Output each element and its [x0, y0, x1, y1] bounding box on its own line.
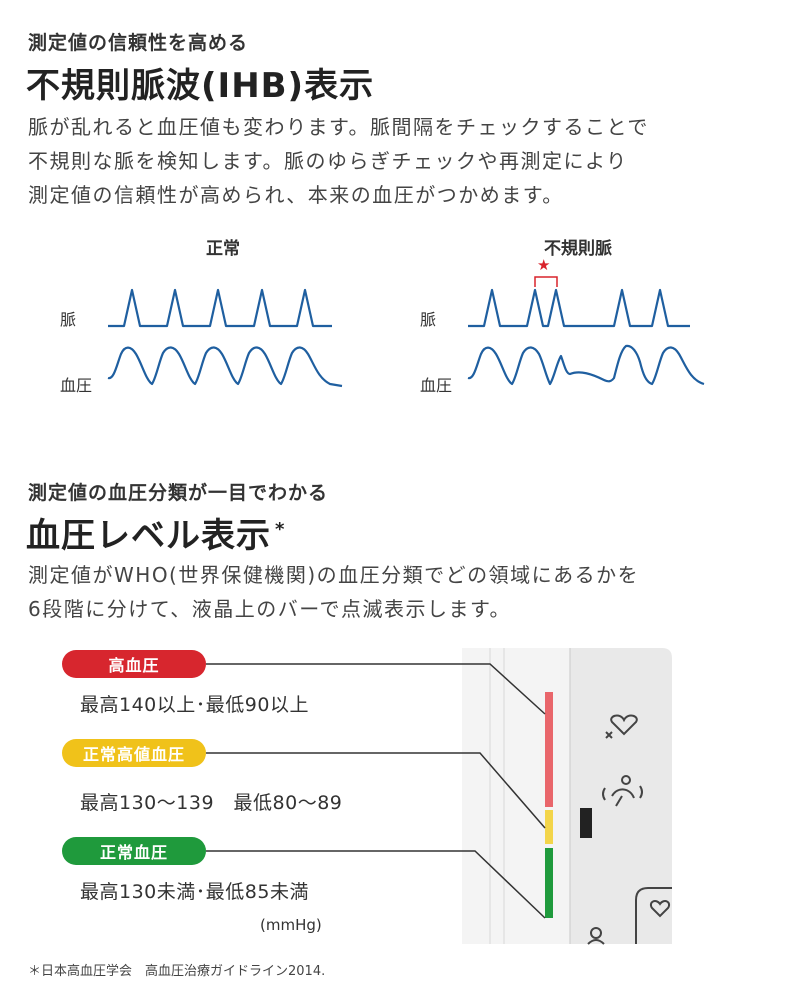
normal-waveform-label: 正常	[206, 239, 240, 259]
pulse-row-label: 脈	[60, 310, 77, 329]
level-description-line: 6段階に分けて、液晶上のバーで点滅表示します。	[28, 597, 512, 621]
unit-label: (mmHg)	[260, 916, 322, 934]
device-illustration	[462, 648, 672, 945]
normal-bp-wave	[107, 346, 343, 388]
blink-indicator	[580, 808, 592, 838]
ihb-description-line: 脈が乱れると血圧値も変わります。脈間隔をチェックすることで	[28, 115, 649, 139]
pulse-row-label: 脈	[420, 310, 437, 329]
normal-high-bp-range: 最高130～139 最低80～89	[80, 792, 343, 814]
level-title-text: 血圧レベル表示	[26, 516, 271, 556]
leader-lines	[206, 663, 546, 919]
body-movement-icon	[602, 775, 643, 807]
level-bar-normal	[545, 848, 553, 918]
level-description-line: 測定値がWHO(世界保健機関)の血圧分類でどの領域にあるかを	[28, 563, 640, 587]
irregular-bracket	[534, 276, 558, 287]
irregular-waveform-label: 不規則脈	[544, 239, 612, 259]
footnote: ＊日本高血圧学会 高血圧治療ガイドライン2014.	[28, 964, 326, 979]
level-bar-high	[545, 692, 553, 807]
high-bp-range: 最高140以上･最低90以上	[80, 694, 309, 716]
normal-bp-range: 最高130未満･最低85未満	[80, 881, 309, 903]
normal-pulse-wave	[108, 288, 332, 328]
level-title-mark: *	[275, 518, 286, 540]
normal-bp-badge: 正常血圧	[62, 837, 206, 865]
irregular-heartbeat-icon	[605, 714, 638, 739]
ihb-subtitle: 測定値の信頼性を高める	[28, 32, 249, 54]
star-icon: ★	[537, 256, 551, 274]
level-bar-normal-high	[545, 810, 553, 844]
heart-icon	[635, 887, 672, 944]
ihb-description-line: 不規則な脈を検知します。脈のゆらぎチェックや再測定により	[28, 149, 628, 173]
normal-high-bp-badge: 正常高値血圧	[62, 739, 206, 767]
ihb-description-line: 測定値の信頼性が高められ、本来の血圧がつかめます。	[28, 183, 564, 207]
ihb-description: 脈が乱れると血圧値も変わります。脈間隔をチェックすることで 不規則な脈を検知しま…	[28, 110, 788, 212]
leader-line-normal	[206, 850, 546, 919]
user-icon	[587, 927, 605, 945]
ihb-waveforms	[107, 276, 705, 388]
level-description: 測定値がWHO(世界保健機関)の血圧分類でどの領域にあるかを 6段階に分けて、液…	[28, 558, 788, 626]
irregular-bp-wave	[467, 344, 705, 386]
ihb-title: 不規則脈波(IHB)表示	[26, 66, 375, 106]
level-subtitle: 測定値の血圧分類が一目でわかる	[28, 482, 329, 504]
leader-line-normal-high	[206, 752, 546, 829]
high-bp-badge: 高血圧	[62, 650, 206, 678]
leader-line-high	[206, 663, 546, 715]
level-title: 血圧レベル表示*	[26, 508, 285, 557]
irregular-pulse-wave	[468, 288, 690, 328]
bp-row-label: 血圧	[420, 376, 453, 395]
bp-row-label: 血圧	[60, 376, 93, 395]
